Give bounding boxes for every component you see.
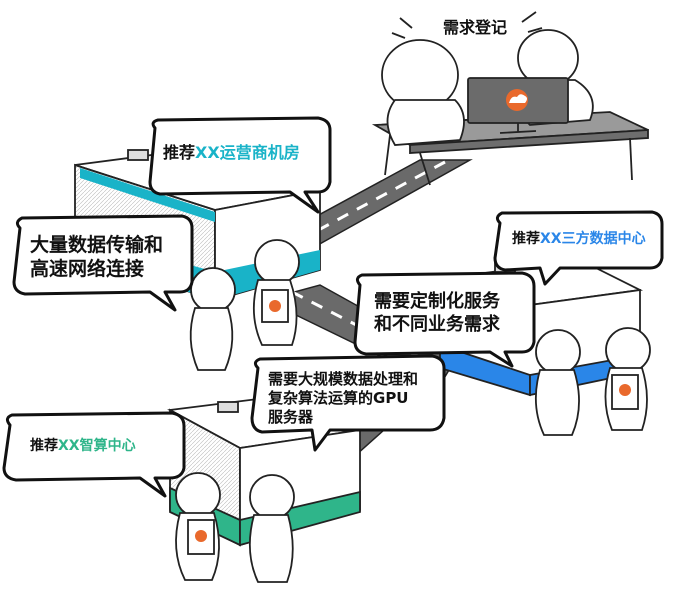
bubble-operator-text: 推荐XX运营商机房	[163, 143, 300, 163]
bubble-custom-text: 需要定制化服务 和不同业务需求	[374, 291, 500, 336]
operator-prefix: 推荐	[163, 143, 196, 162]
bubble-bandwidth-text: 大量数据传输和 高速网络连接	[30, 234, 163, 282]
custom-line2: 和不同业务需求	[374, 313, 500, 335]
bubble-bandwidth	[12, 214, 194, 312]
third-party-prefix: 推荐	[512, 231, 540, 247]
people	[175, 239, 651, 583]
speech-bubbles	[2, 116, 664, 498]
gpu-line2: 复杂算法运算的GPU	[268, 388, 409, 407]
bandwidth-line2: 高速网络连接	[30, 257, 145, 280]
bubble-gpu	[250, 354, 446, 452]
bubble-third-party-text: 推荐XX三方数据中心	[512, 231, 646, 249]
bubble-compute-text: 推荐XX智算中心	[30, 438, 136, 456]
compute-highlight: XX智算中心	[58, 438, 136, 454]
desk-scene	[371, 11, 649, 186]
bubble-compute	[2, 411, 186, 498]
custom-line1: 需要定制化服务	[374, 291, 500, 312]
bandwidth-line1: 大量数据传输和	[30, 234, 164, 256]
compute-prefix: 推荐	[30, 438, 58, 454]
gpu-line3: 服务器	[268, 407, 314, 426]
bubble-gpu-text: 需要大规模数据处理和 复杂算法运算的GPU 服务器	[268, 370, 418, 426]
cloud-logo-icon	[506, 89, 528, 111]
bubble-third-party	[493, 210, 664, 286]
third-party-highlight: XX三方数据中心	[540, 231, 646, 247]
bubble-operator	[148, 116, 332, 214]
operator-highlight: XX运营商机房	[195, 143, 300, 162]
desk-caption: 需求登记	[443, 18, 508, 37]
gpu-line1: 需要大规模数据处理和	[268, 370, 419, 388]
bubble-custom	[353, 271, 536, 368]
